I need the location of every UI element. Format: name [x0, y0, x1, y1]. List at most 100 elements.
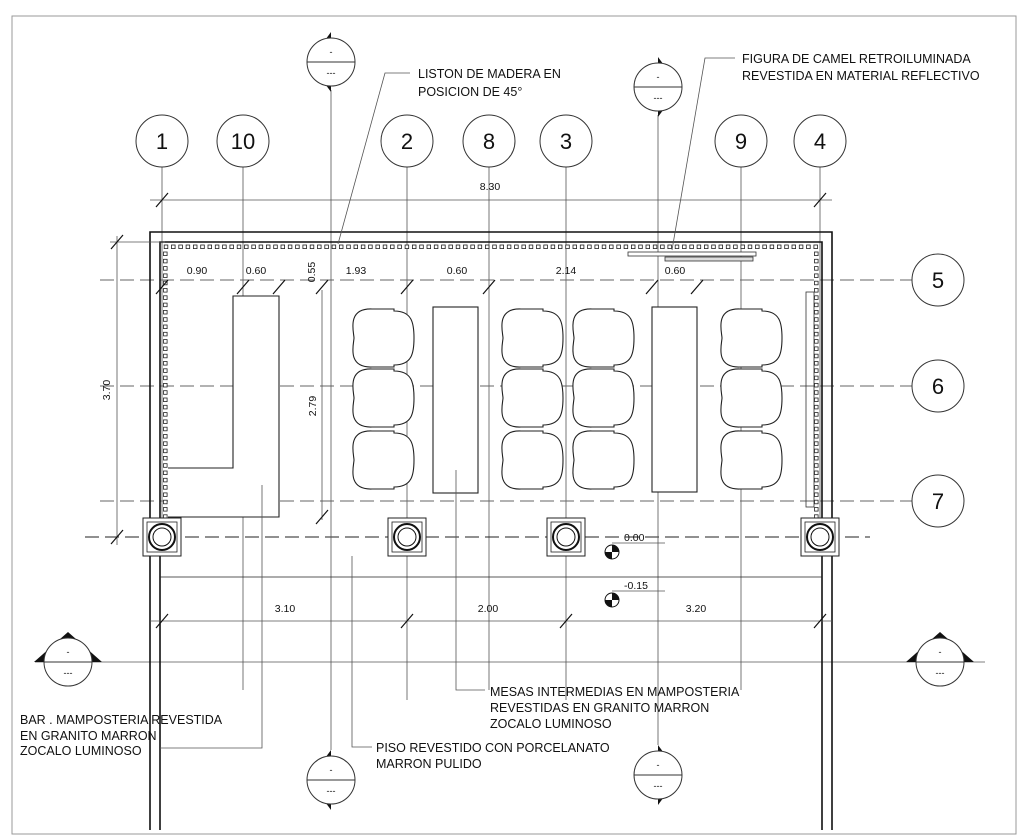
light-dot — [163, 339, 168, 344]
chair — [572, 308, 635, 368]
light-dot — [814, 361, 819, 366]
light-dot — [814, 317, 819, 322]
axis-bubble-circle — [539, 114, 593, 168]
note-bar: BAR . MAMPOSTERIA REVESTIDA EN GRANITO M… — [20, 485, 263, 758]
light-dot — [484, 244, 490, 249]
light-dot — [506, 244, 512, 249]
light-dot — [163, 463, 168, 468]
light-dot — [499, 244, 504, 249]
light-dot — [572, 244, 577, 249]
dimension-tick — [155, 279, 169, 295]
light-dot — [163, 317, 168, 322]
light-dot — [163, 426, 168, 432]
light-dot — [814, 455, 819, 461]
light-dot — [814, 492, 819, 497]
dimension-ticks — [110, 192, 827, 629]
middle-table — [432, 306, 479, 494]
light-dot — [806, 244, 811, 249]
light-dot — [163, 485, 168, 490]
chair — [352, 308, 415, 368]
light-dot — [163, 382, 168, 388]
level-marker: 0.00 — [604, 532, 665, 560]
light-dot — [725, 244, 731, 249]
light-dot — [733, 244, 738, 249]
svg-text:0.00: 0.00 — [624, 532, 645, 544]
light-dot — [814, 368, 819, 373]
light-dot — [814, 390, 819, 395]
light-dot — [762, 244, 767, 249]
axis-bubble-8: 8 — [462, 114, 516, 168]
light-dot — [579, 244, 585, 249]
light-dot — [609, 244, 614, 249]
dimension-tick — [155, 192, 169, 208]
light-dot — [814, 258, 819, 264]
light-dot — [814, 463, 819, 468]
dim-top: 2.14 — [556, 265, 577, 277]
axis-bubble-circle — [714, 114, 768, 168]
chair — [352, 430, 415, 490]
light-dot — [163, 295, 168, 300]
light-dot — [645, 244, 650, 249]
axis-bubble-4: 4 — [793, 114, 847, 168]
light-dot — [375, 244, 380, 249]
section-number: - — [330, 765, 333, 775]
axis-bubble-2: 2 — [380, 114, 434, 168]
light-dot — [814, 448, 819, 454]
pillar-base-inner — [804, 521, 836, 553]
level-marker: -0.15 — [604, 580, 665, 608]
dim-bottom: 2.00 — [478, 603, 499, 615]
light-dot — [163, 361, 168, 366]
chair — [501, 368, 564, 428]
section-sheet: --- — [64, 668, 73, 678]
light-dot — [433, 244, 439, 249]
light-dot — [674, 244, 680, 249]
light-dot — [163, 266, 168, 271]
dimension-tick — [155, 613, 169, 629]
svg-text:REVESTIDAS EN GRANITO MARRON: REVESTIDAS EN GRANITO MARRON — [490, 701, 709, 715]
light-dot — [631, 244, 636, 249]
light-dot — [236, 244, 242, 249]
section-marker: ---- — [306, 750, 356, 810]
light-dot — [258, 244, 264, 249]
light-dot — [185, 244, 191, 249]
light-dot — [346, 244, 351, 249]
light-dot — [171, 244, 176, 249]
light-dot — [814, 302, 819, 308]
section-marker: ---- — [906, 632, 974, 687]
wall-panel — [805, 291, 815, 508]
light-dot — [814, 375, 819, 381]
light-dot — [814, 412, 819, 417]
svg-text:-0.15: -0.15 — [624, 580, 648, 592]
dimension-tick — [272, 279, 286, 295]
light-dot — [492, 244, 497, 249]
pillar-column-inner — [397, 527, 417, 547]
svg-text:ZOCALO LUMINOSO: ZOCALO LUMINOSO — [20, 744, 142, 758]
light-dot — [813, 244, 818, 249]
axis-bubble-5: 5 — [911, 253, 965, 307]
dim-top: 0.60 — [447, 265, 468, 277]
light-dot — [163, 273, 168, 278]
light-dot — [740, 244, 745, 249]
light-dot — [623, 244, 629, 249]
dim-top: 0.60 — [246, 265, 267, 277]
section-number: - — [330, 47, 333, 57]
section-marker: ---- — [633, 57, 683, 117]
pillar-base-inner — [146, 521, 178, 553]
dimension-tick — [482, 279, 496, 295]
axis-bubble-circle — [216, 114, 270, 168]
light-dot — [200, 244, 205, 249]
light-dot — [163, 244, 169, 249]
svg-text:BAR . MAMPOSTERIA REVESTIDA: BAR . MAMPOSTERIA REVESTIDA — [20, 713, 223, 727]
light-dot — [192, 244, 198, 249]
light-dot — [163, 288, 168, 293]
light-dot — [163, 346, 168, 351]
svg-text:POSICION DE 45°: POSICION DE 45° — [418, 85, 522, 99]
pillar-base-inner — [391, 521, 423, 553]
section-sheet: --- — [654, 781, 663, 791]
light-dot — [814, 441, 819, 446]
light-dot — [441, 244, 446, 249]
light-dot — [287, 244, 293, 249]
pillar-column-inner — [810, 527, 830, 547]
light-dot — [814, 419, 819, 424]
